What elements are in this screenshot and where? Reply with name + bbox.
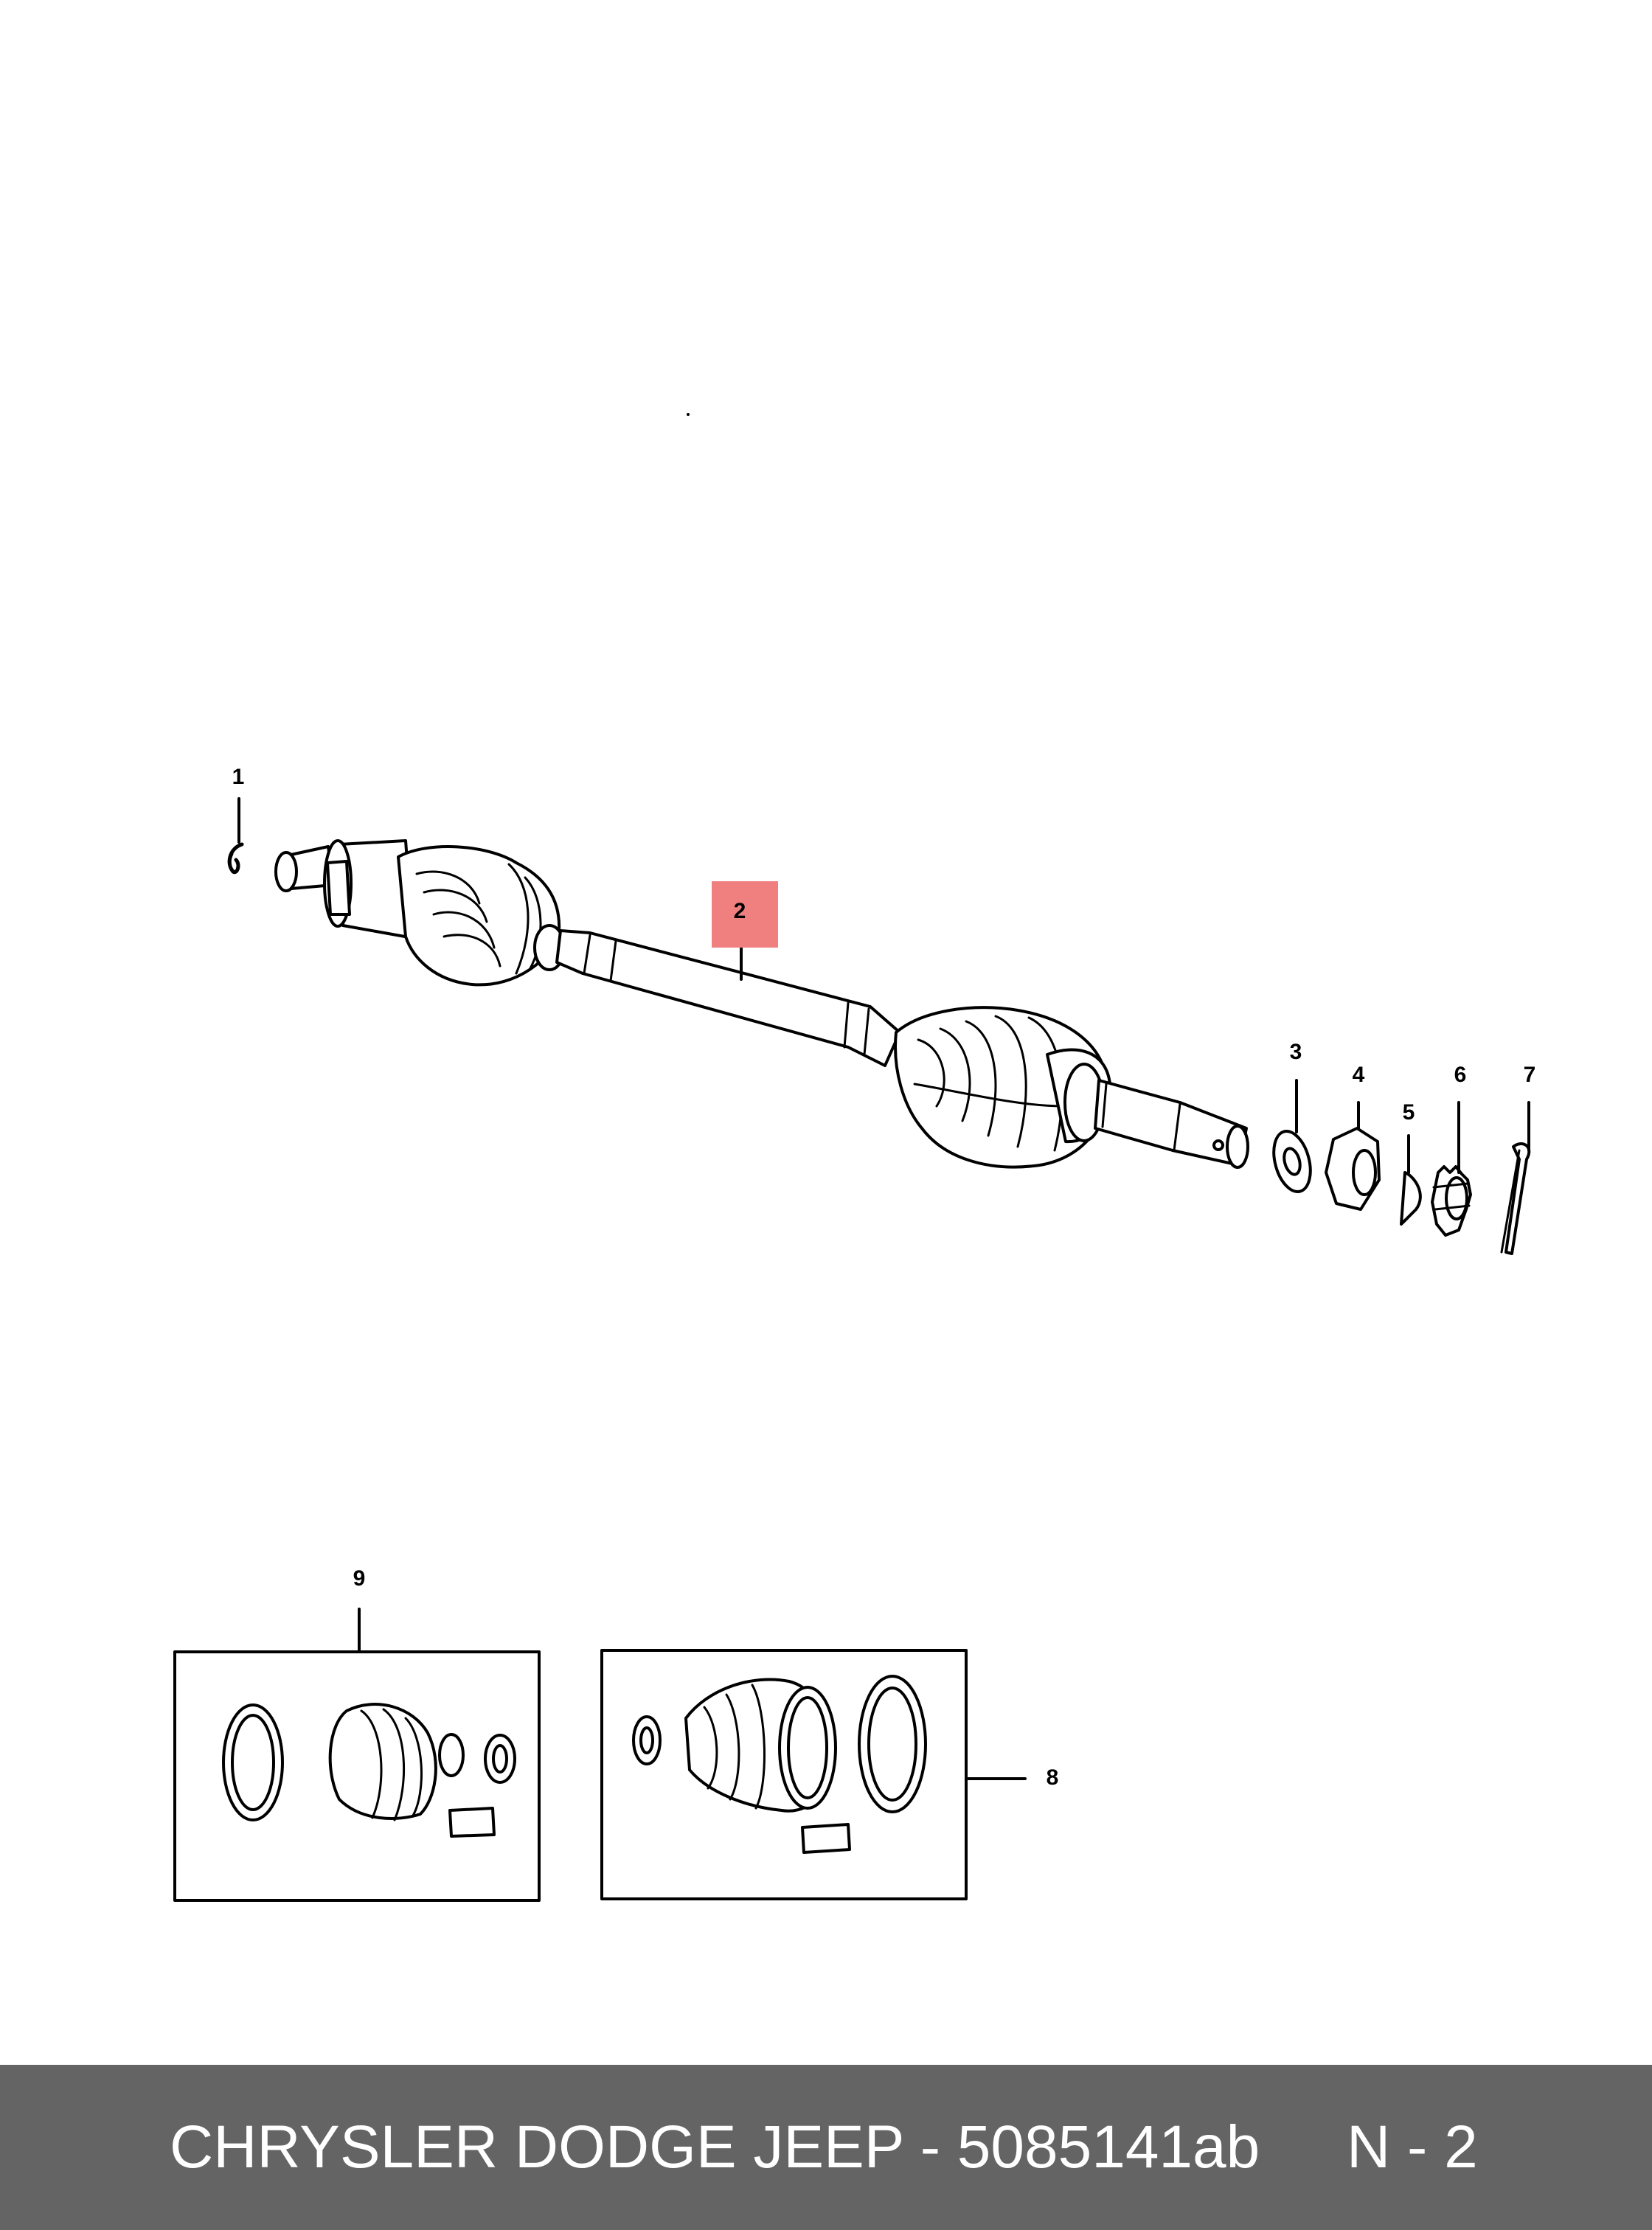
spring-washer-part-5[interactable] xyxy=(1400,1171,1422,1226)
callout-1[interactable]: 1 xyxy=(232,765,245,789)
halfshaft-assembly-part-2[interactable] xyxy=(274,839,1249,1169)
parts-diagram: 1 2 3 4 5 6 7 8 9 xyxy=(173,413,1536,1902)
footer-part-number: CHRYSLER DODGE JEEP - 5085141ab xyxy=(170,2113,1260,2181)
inner-boot-kit-part-9[interactable] xyxy=(173,1650,541,1902)
footer-bar: CHRYSLER DODGE JEEP - 5085141ab N - 2 xyxy=(0,2065,1652,2230)
callout-3[interactable]: 3 xyxy=(1290,1040,1302,1064)
callout-8[interactable]: 8 xyxy=(1047,1765,1059,1790)
callout-6[interactable]: 6 xyxy=(1454,1063,1467,1087)
cotter-pin-part-7[interactable] xyxy=(1500,1142,1531,1255)
callout-5[interactable]: 5 xyxy=(1403,1100,1415,1125)
callout-2-highlight xyxy=(712,881,778,948)
washer-part-3[interactable] xyxy=(1268,1127,1316,1195)
snap-ring-part-1[interactable] xyxy=(227,842,244,875)
callout-7[interactable]: 7 xyxy=(1524,1063,1536,1087)
nut-retainer-part-6[interactable] xyxy=(1431,1165,1472,1237)
hub-nut-part-4[interactable] xyxy=(1325,1127,1381,1211)
callout-2[interactable]: 2 xyxy=(734,899,746,923)
stray-dot xyxy=(687,413,690,416)
outer-boot-kit-part-8[interactable] xyxy=(600,1649,968,1900)
footer-page-label: N - 2 xyxy=(1347,2113,1478,2181)
callout-4[interactable]: 4 xyxy=(1353,1063,1365,1087)
callout-9[interactable]: 9 xyxy=(353,1566,366,1591)
